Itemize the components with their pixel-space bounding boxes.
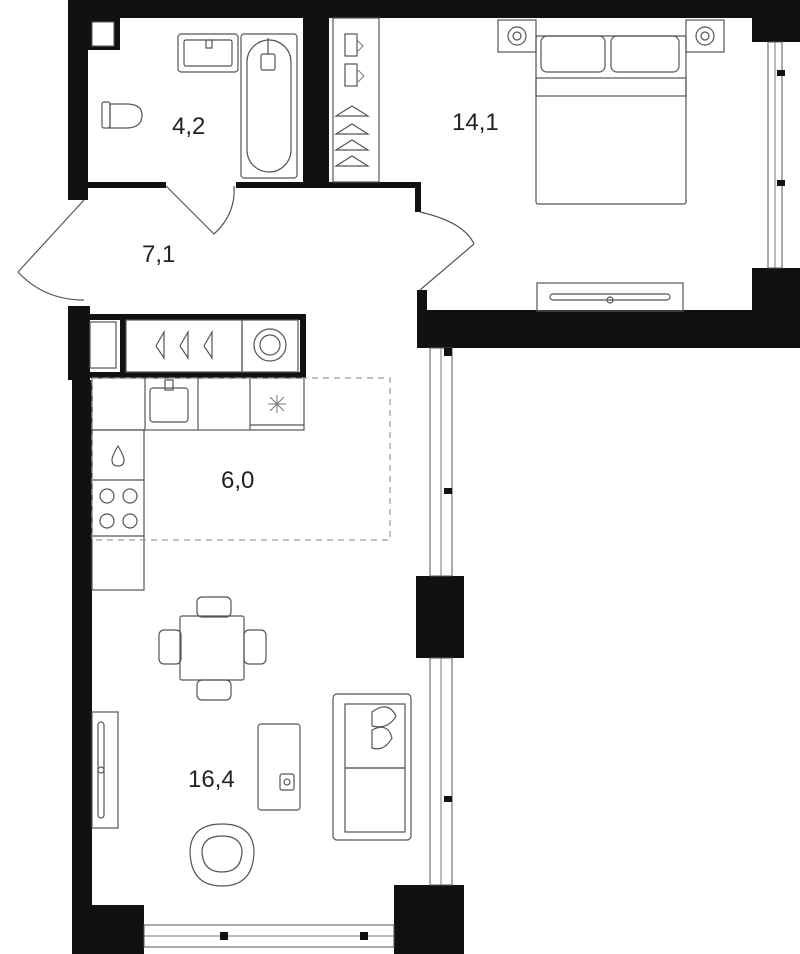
sink-icon xyxy=(177,33,239,73)
kitchen-area-label: 6,0 xyxy=(221,467,254,494)
walls xyxy=(68,0,800,954)
dining-table-icon xyxy=(158,596,267,701)
sofa-icon xyxy=(332,693,412,841)
fridge-icon xyxy=(268,395,286,413)
armchair-icon xyxy=(189,823,255,887)
toilet-icon xyxy=(101,101,143,129)
hall-area-label: 7,1 xyxy=(142,241,175,268)
bed-icon xyxy=(497,19,725,205)
bathtub-icon xyxy=(240,33,298,179)
living-area-label: 16,4 xyxy=(188,766,235,793)
wardrobe-icon xyxy=(332,17,380,183)
stove-icon xyxy=(99,488,138,529)
laundry-niche xyxy=(89,319,243,373)
wall-tv-icon xyxy=(91,711,119,829)
doors xyxy=(17,185,475,301)
washing-machine-icon xyxy=(241,319,299,373)
bathroom-area-label: 4,2 xyxy=(172,113,205,140)
kitchen-counter xyxy=(91,377,305,591)
windows xyxy=(143,41,785,948)
tv-icon xyxy=(536,282,684,312)
water-drop-icon xyxy=(111,444,125,467)
coffee-table-icon xyxy=(257,723,301,811)
bedroom-area-label: 14,1 xyxy=(452,109,499,136)
kitchen-sink-icon xyxy=(149,379,189,423)
